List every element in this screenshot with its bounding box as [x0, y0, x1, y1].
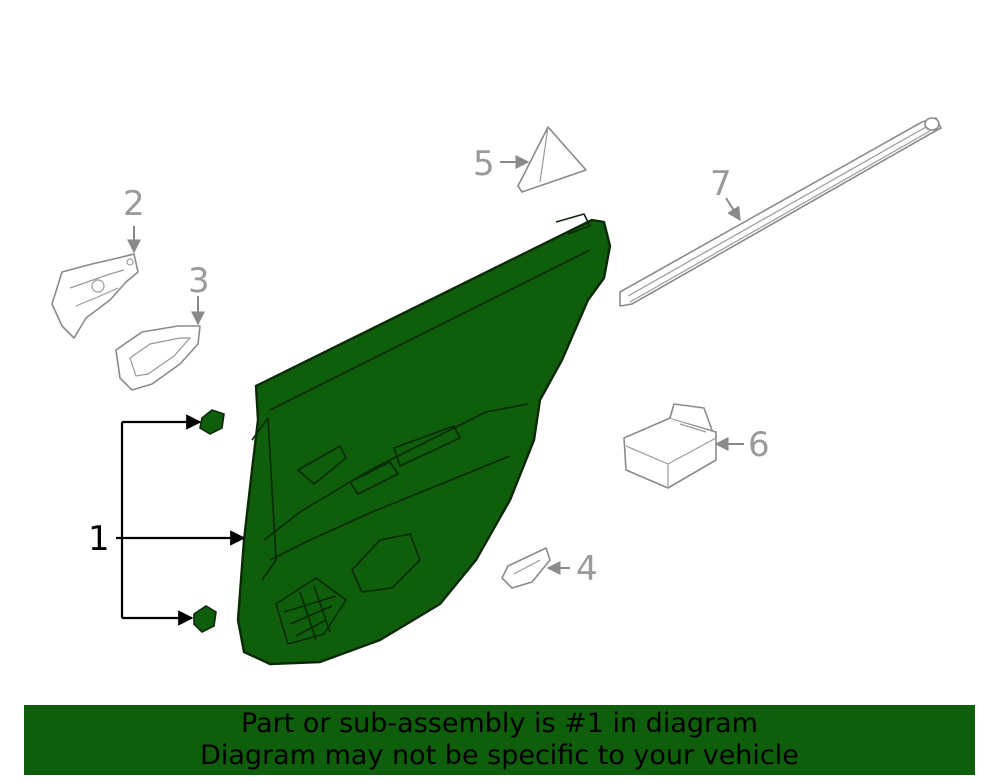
part-2-handle-bracket	[51, 253, 139, 339]
part-7-weatherstrip	[619, 117, 942, 307]
leader-1	[116, 414, 246, 626]
clip-bottom	[193, 605, 217, 633]
part-4-trim-cap	[501, 547, 551, 589]
part-6-window-switch	[623, 403, 717, 489]
part-5-corner-cover	[517, 126, 587, 193]
clip-top	[199, 409, 225, 435]
leader-7	[725, 197, 741, 222]
callout-7: 7	[710, 164, 732, 204]
callout-5: 5	[473, 144, 495, 184]
part-1-door-trim-panel	[236, 213, 612, 666]
callout-4: 4	[576, 549, 598, 589]
part-3-handle-bezel	[115, 325, 201, 391]
callout-2: 2	[123, 184, 145, 224]
callout-1: 1	[88, 519, 110, 559]
notice-banner: Part or sub-assembly is #1 in diagram Di…	[24, 705, 975, 775]
banner-line-1: Part or sub-assembly is #1 in diagram	[241, 708, 758, 739]
callout-3: 3	[188, 261, 210, 301]
parts-diagram: 1 2 3 4 5 6 7	[51, 117, 942, 666]
banner-line-2: Diagram may not be specific to your vehi…	[200, 740, 799, 771]
callout-6: 6	[748, 425, 770, 465]
